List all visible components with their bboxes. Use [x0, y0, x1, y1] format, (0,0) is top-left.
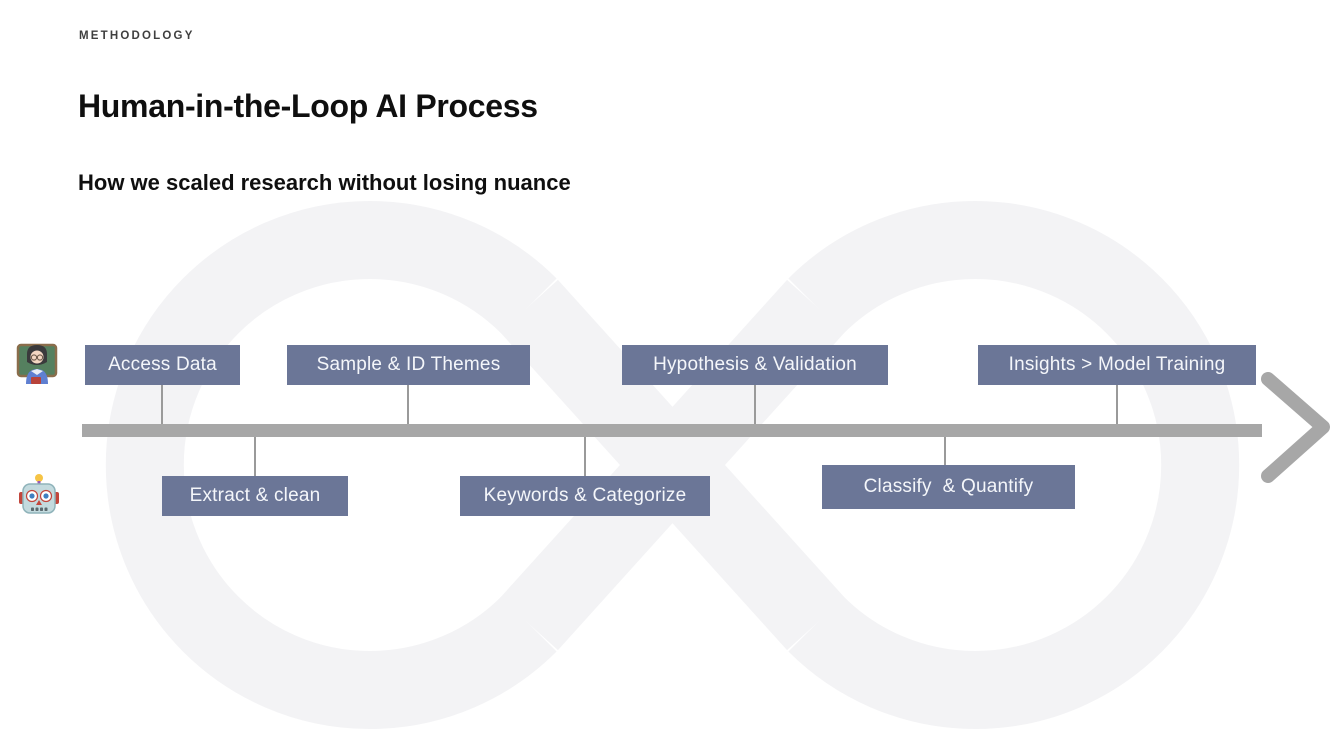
connector-sample-id-themes	[407, 385, 409, 424]
connector-classify-quantify	[944, 437, 946, 465]
arrow-head-icon	[1261, 372, 1330, 483]
connector-insights-model-training	[1116, 385, 1118, 424]
step-access-data: Access Data	[85, 345, 240, 385]
timeline-arrow-bar	[82, 424, 1262, 437]
step-keywords-categorize: Keywords & Categorize	[460, 476, 710, 516]
step-insights-model-training: Insights > Model Training	[978, 345, 1256, 385]
connector-hypothesis-validation	[754, 385, 756, 424]
teacher-emoji	[16, 343, 58, 384]
step-hypothesis-validation: Hypothesis & Validation	[622, 345, 888, 385]
connector-keywords-categorize	[584, 437, 586, 476]
step-sample-id-themes: Sample & ID Themes	[287, 345, 530, 385]
robot-emoji	[19, 474, 59, 514]
page-title: Human-in-the-Loop AI Process	[78, 88, 538, 124]
eyebrow-label: METHODOLOGY	[79, 30, 195, 42]
connector-extract-clean	[254, 437, 256, 476]
step-classify-quantify: Classify & Quantify	[822, 465, 1075, 509]
step-extract-clean: Extract & clean	[162, 476, 348, 516]
page-subtitle: How we scaled research without losing nu…	[78, 170, 571, 195]
connector-access-data	[161, 385, 163, 424]
